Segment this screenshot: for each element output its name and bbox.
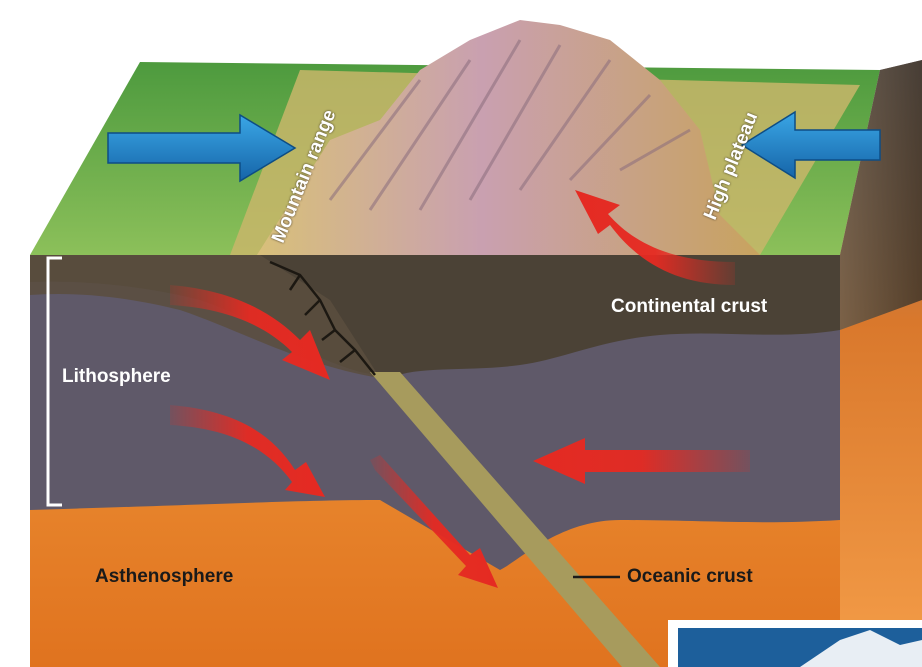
oceanic-crust-label: Oceanic crust (627, 566, 753, 588)
asthenosphere-label: Asthenosphere (95, 566, 233, 588)
lithosphere-label: Lithosphere (62, 366, 171, 388)
continental-crust-label: Continental crust (611, 296, 767, 318)
